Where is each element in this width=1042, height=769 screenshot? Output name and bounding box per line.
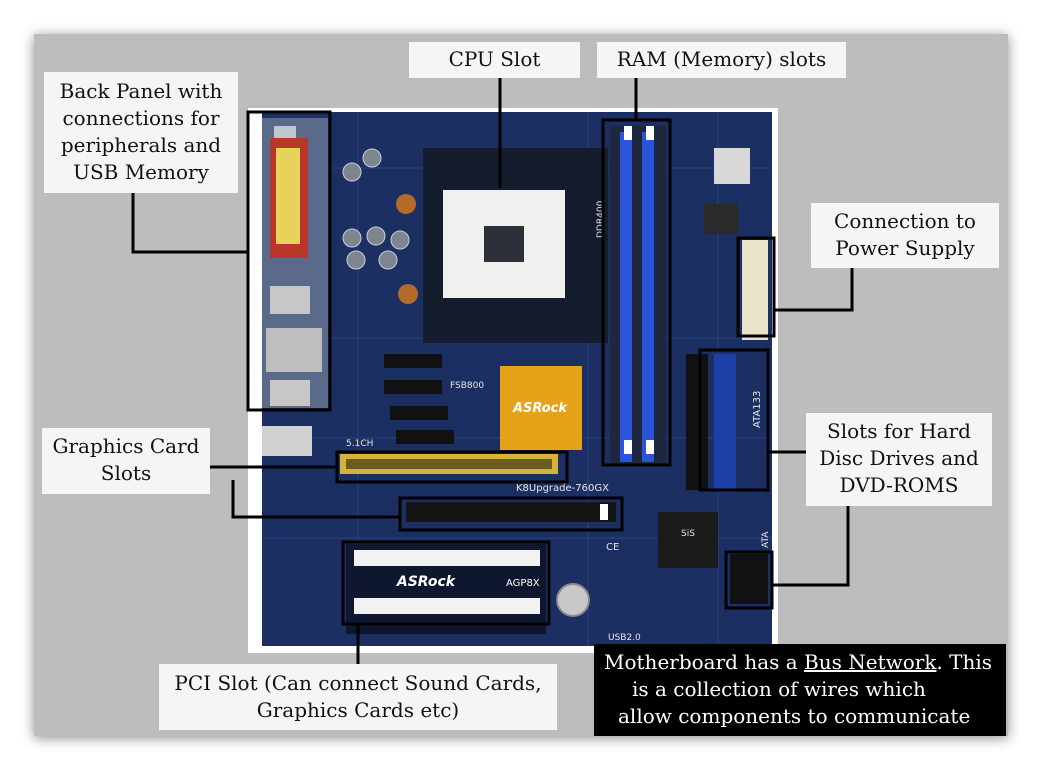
bus-note-line-3: allow components to communicate <box>618 704 971 728</box>
power-box <box>736 236 776 338</box>
second-graphics-slot <box>406 502 616 522</box>
heatsink-brand: ASRock <box>512 401 568 416</box>
pci-line-2: Graphics Cards etc) <box>256 698 460 722</box>
sata-leader <box>772 506 850 587</box>
model-label: K8Upgrade-760GX <box>516 483 609 494</box>
back-panel-box <box>246 110 332 412</box>
sis-label: SiS <box>681 529 695 539</box>
ce-label: CE <box>606 542 619 553</box>
label-graphics-card: Graphics Card Slots <box>42 428 210 494</box>
ddr-label: DDR400 <box>596 200 606 238</box>
graphics-line-1: Graphics Card <box>52 434 200 458</box>
pci-brand: ASRock <box>396 574 457 590</box>
power-line-2: Power Supply <box>835 236 975 260</box>
power-line-1: Connection to <box>834 209 976 233</box>
bus-note-suffix: . This <box>936 650 993 674</box>
label-hard-disc: Slots for Hard Disc Drives and DVD-ROMS <box>806 413 992 506</box>
sata-box <box>724 550 774 610</box>
back-panel-line-3: peripherals and <box>60 133 222 157</box>
label-back-panel: Back Panel with connections for peripher… <box>44 72 238 193</box>
power-leader <box>774 268 854 312</box>
graphics-leader-2 <box>231 480 400 519</box>
usb-label: USB2.0 <box>608 633 641 643</box>
hard-disc-line-3: DVD-ROMS <box>839 473 959 497</box>
agp8x-label: AGP8X <box>506 578 540 589</box>
pci-line-1: PCI Slot (Can connect Sound Cards, <box>174 671 542 695</box>
audio-label: 5.1CH <box>346 439 373 449</box>
bus-network-term: Bus Network <box>804 650 937 674</box>
ram-box <box>601 118 672 467</box>
label-pci-slot: PCI Slot (Can connect Sound Cards, Graph… <box>159 664 557 730</box>
bus-note-line-2: is a collection of wires which <box>632 677 926 701</box>
hard-disc-line-1: Slots for Hard <box>827 419 971 443</box>
label-power-supply: Connection to Power Supply <box>811 203 999 268</box>
atx-power-connector <box>742 240 768 340</box>
ide-box <box>698 348 770 492</box>
back-panel-connectors <box>262 118 328 456</box>
capacitors <box>342 148 410 270</box>
cpu-socket <box>423 148 608 343</box>
hard-disc-line-2: Disc Drives and <box>819 446 979 470</box>
ata-label: ATA <box>761 531 771 548</box>
fsb-label: FSB800 <box>450 381 484 391</box>
label-cpu-slot: CPU Slot <box>409 42 580 78</box>
pci-slots <box>346 544 546 634</box>
label-ram-slots: RAM (Memory) slots <box>597 42 846 78</box>
cmos-battery <box>556 583 590 617</box>
bus-note-line-1: Motherboard has a Bus Network. This <box>604 649 996 676</box>
bus-note-prefix: Motherboard has a <box>604 650 805 674</box>
graphics-line-2: Slots <box>100 461 152 485</box>
pci-box <box>341 540 551 626</box>
cpu-slot-text: CPU Slot <box>448 47 541 71</box>
back-panel-line-4: USB Memory <box>73 160 209 184</box>
agp-box <box>335 450 569 484</box>
second-slot-box <box>398 496 624 532</box>
inductors <box>396 194 418 304</box>
back-panel-leader <box>131 193 248 254</box>
back-panel-line-2: connections for <box>62 106 220 130</box>
sata-connector <box>730 554 768 604</box>
southbridge-chip <box>658 512 718 568</box>
motherboard-photo: DDR400 ATA133 ASRock FSB800 5.1CH K8Upgr… <box>248 108 778 653</box>
bios-chips <box>704 148 750 234</box>
back-panel-line-1: Back Panel with <box>59 79 223 103</box>
bus-network-note: Motherboard has a Bus Network. This is a… <box>594 644 1006 736</box>
northbridge-heatsink <box>500 366 582 450</box>
header-pins <box>384 354 454 444</box>
ata133-label: ATA133 <box>752 391 763 428</box>
ram-slots-text: RAM (Memory) slots <box>616 47 827 71</box>
agp-slot <box>340 454 558 474</box>
ram-slots <box>610 126 666 466</box>
ide-connectors <box>686 354 736 490</box>
